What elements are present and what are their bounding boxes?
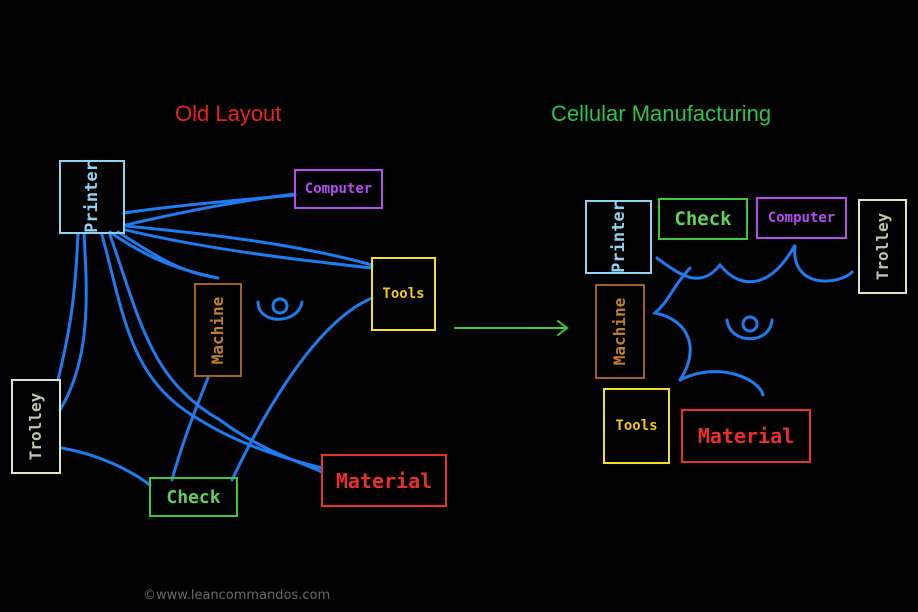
flow-machine-check <box>170 376 210 482</box>
cellular-title: Cellular Manufacturing <box>551 101 772 126</box>
old-station-trolley: Trolley <box>11 379 61 474</box>
cell-flow-left <box>651 266 692 382</box>
operator-arc-cell <box>725 318 774 341</box>
flow-printer-tools <box>124 224 374 267</box>
cell-station-tools: Tools <box>603 388 670 464</box>
flow-printer-computer-2 <box>124 192 297 227</box>
flow-printer-machine-2 <box>116 230 214 279</box>
operator-head-old <box>271 297 289 315</box>
old-station-check-label: Check <box>166 486 221 508</box>
flow-printer-material-2 <box>108 233 324 474</box>
flow-printer-tools-2 <box>124 228 374 270</box>
cell-station-computer: Computer <box>756 197 847 239</box>
old-station-computer: Computer <box>294 169 383 209</box>
old-station-printer-label: Printer <box>82 161 102 233</box>
cell-flow-top <box>655 244 854 284</box>
cell-station-machine: Machine <box>595 284 645 379</box>
cell-station-tools-label: Tools <box>615 418 658 434</box>
old-station-machine-label: Machine <box>208 296 228 364</box>
cell-station-material-label: Material <box>697 424 795 448</box>
cell-station-check: Check <box>658 198 748 240</box>
cell-station-trolley-label: Trolley <box>873 212 892 281</box>
cell-station-trolley: Trolley <box>858 199 907 294</box>
old-station-computer-label: Computer <box>304 181 373 197</box>
cell-flow-bottom <box>678 370 765 397</box>
old-station-trolley-label: Trolley <box>26 392 46 461</box>
flow-printer-trolley-2 <box>58 232 88 412</box>
old-station-material: Material <box>321 454 447 507</box>
flow-trolley-check <box>60 446 152 487</box>
flow-printer-trolley <box>56 232 80 382</box>
old-station-check: Check <box>149 477 238 517</box>
cell-station-machine-label: Machine <box>610 297 630 366</box>
old-layout-title: Old Layout <box>175 101 282 126</box>
cell-station-material: Material <box>681 409 811 463</box>
old-station-printer: Printer <box>59 160 125 234</box>
transform-arrow-head <box>557 320 569 336</box>
cell-station-check-label: Check <box>674 208 732 230</box>
flow-tools-check <box>230 296 374 482</box>
old-station-machine: Machine <box>194 283 242 377</box>
operator-head-cell <box>741 315 759 333</box>
cell-station-computer-label: Computer <box>767 210 836 226</box>
old-station-tools: Tools <box>371 257 436 331</box>
copyright-footer: ©www.leancommandos.com <box>143 588 331 603</box>
cell-station-printer-label: Printer <box>608 201 629 273</box>
old-station-tools-label: Tools <box>382 286 425 302</box>
old-station-material-label: Material <box>335 468 433 493</box>
cell-station-printer: Printer <box>585 200 652 274</box>
operator-arc-old <box>256 300 304 321</box>
